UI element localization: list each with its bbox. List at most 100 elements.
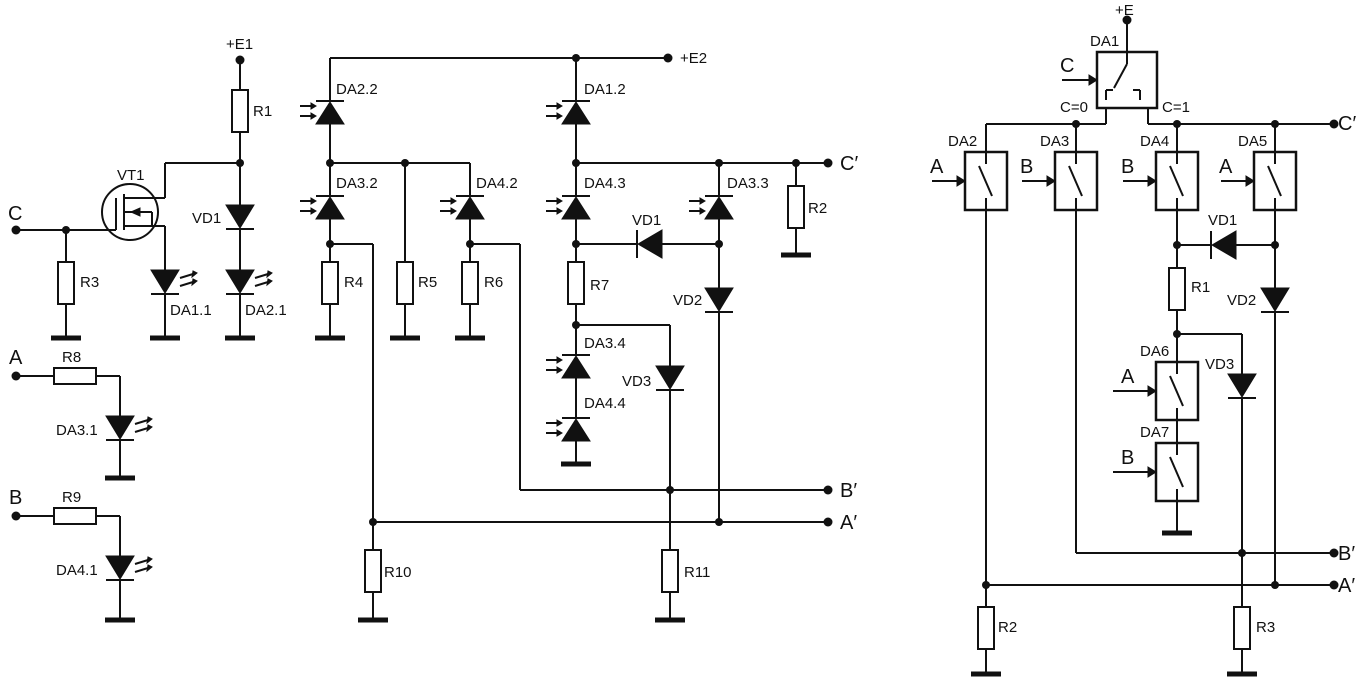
label-c-prime-right: C′ [1338, 113, 1356, 135]
label-b-da7: B [1121, 447, 1134, 469]
labels: +E1 R1 VT1 VD1 C R3 DA1.1 DA2.1 A R8 DA3… [8, 2, 1356, 636]
label-da1-2: DA1.2 [584, 81, 626, 98]
label-vd3-mid: VD3 [622, 373, 651, 390]
label-r9: R9 [62, 489, 81, 506]
label-r11: R11 [684, 564, 710, 581]
label-da4-2: DA4.2 [476, 175, 518, 192]
photodiode-da3-2 [315, 196, 345, 220]
right-schematic [932, 15, 1339, 677]
photodiode-da1-2 [561, 101, 591, 125]
label-r1-right: R1 [1191, 279, 1210, 296]
label-r7: R7 [590, 277, 609, 294]
diode-vd1-mid [637, 229, 663, 259]
label-da4: DA4 [1140, 133, 1169, 150]
label-da3-3: DA3.3 [727, 175, 769, 192]
resistor-r8 [53, 367, 97, 385]
label-a-input: A [9, 347, 23, 369]
label-plus-e2: +E2 [680, 50, 707, 67]
label-a-prime-mid: A′ [840, 512, 857, 534]
label-c-input: C [8, 203, 22, 225]
resistor-r11 [661, 549, 679, 593]
label-da2-2: DA2.2 [336, 81, 378, 98]
label-da3: DA3 [1040, 133, 1069, 150]
diode-vd3-mid [655, 365, 685, 390]
label-vd2-right: VD2 [1227, 292, 1256, 309]
diode-vd1-left [225, 204, 255, 229]
photodiode-da4-3 [561, 196, 591, 220]
led-da2-1 [225, 269, 255, 294]
resistor-r2-right [977, 606, 995, 650]
led-da1-1 [150, 269, 180, 294]
label-da3-1: DA3.1 [56, 422, 98, 439]
label-a-da2: A [930, 156, 944, 178]
label-plus-e: +E [1115, 2, 1134, 19]
label-da4-4: DA4.4 [584, 395, 626, 412]
resistor-r7 [567, 261, 585, 305]
label-da1-1: DA1.1 [170, 302, 212, 319]
label-r8: R8 [62, 349, 81, 366]
label-r1: R1 [253, 103, 272, 120]
label-da6: DA6 [1140, 343, 1169, 360]
photodiode-da4-2 [455, 196, 485, 220]
label-vd3-right: VD3 [1205, 356, 1234, 373]
label-b-prime-right: B′ [1338, 543, 1355, 565]
label-da2-1: DA2.1 [245, 302, 287, 319]
label-c-prime-mid: C′ [840, 153, 858, 175]
label-b-da4: B [1121, 156, 1134, 178]
photodiode-da4-4 [561, 418, 591, 442]
label-c-da1: C [1060, 55, 1074, 77]
label-a-da6: A [1121, 366, 1135, 388]
label-a-prime-right: A′ [1338, 575, 1355, 597]
resistor-r4 [321, 261, 339, 305]
label-da4-1: DA4.1 [56, 562, 98, 579]
label-da4-3: DA4.3 [584, 175, 626, 192]
label-da3-2: DA3.2 [336, 175, 378, 192]
resistor-r9 [53, 507, 97, 525]
label-da5: DA5 [1238, 133, 1267, 150]
label-r3-left: R3 [80, 274, 99, 291]
label-c-eq-1: C=1 [1162, 99, 1190, 116]
left-schematic [11, 55, 273, 623]
label-r2-right: R2 [998, 619, 1017, 636]
label-b-input: B [9, 487, 22, 509]
label-da1: DA1 [1090, 33, 1119, 50]
resistor-r1 [231, 89, 249, 133]
label-r3-right: R3 [1256, 619, 1275, 636]
label-a-da5: A [1219, 156, 1233, 178]
resistor-r10 [364, 549, 382, 593]
label-da3-4: DA3.4 [584, 335, 626, 352]
resistor-r3-left [57, 261, 75, 305]
label-vd2-mid: VD2 [673, 292, 702, 309]
label-r6: R6 [484, 274, 503, 291]
label-r5: R5 [418, 274, 437, 291]
label-r10: R10 [384, 564, 412, 581]
resistor-r5 [396, 261, 414, 305]
led-da4-1 [105, 555, 135, 580]
diode-vd3-right [1227, 373, 1257, 398]
resistor-r2-mid [787, 185, 805, 229]
label-b-prime-mid: B′ [840, 480, 857, 502]
label-r2-mid: R2 [808, 200, 827, 217]
label-da2: DA2 [948, 133, 977, 150]
photodiode-da3-3 [704, 196, 734, 220]
diode-vd2-mid [704, 287, 734, 312]
diode-vd2-right [1260, 287, 1290, 312]
label-vt1: VT1 [117, 167, 145, 184]
led-da3-1 [105, 415, 135, 440]
photodiode-da2-2 [315, 101, 345, 125]
label-vd1-mid: VD1 [632, 212, 661, 229]
resistor-r6 [461, 261, 479, 305]
label-da7: DA7 [1140, 424, 1169, 441]
middle-schematic [300, 53, 833, 623]
label-vd1-left: VD1 [192, 210, 221, 227]
label-vd1-right: VD1 [1208, 212, 1237, 229]
label-b-da3: B [1020, 156, 1033, 178]
photodiode-da3-4 [561, 355, 591, 379]
resistor-r1-right [1168, 267, 1186, 311]
resistor-r3-right [1233, 606, 1251, 650]
label-plus-e1: +E1 [226, 36, 253, 53]
diode-vd1-right [1211, 230, 1237, 260]
label-r4: R4 [344, 274, 363, 291]
transistor-vt1 [101, 183, 159, 241]
